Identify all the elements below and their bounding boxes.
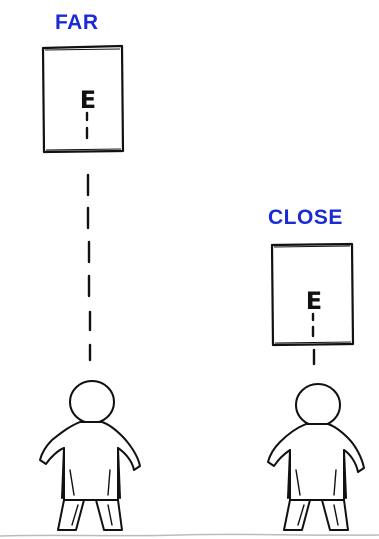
far-chart-letter: E: [80, 86, 96, 114]
close-sightline: [311, 312, 316, 366]
close-label: CLOSE: [268, 206, 343, 229]
close-person: [267, 383, 365, 531]
far-sightline: [85, 111, 92, 362]
far-label: FAR: [55, 11, 99, 34]
close-chart-letter: E: [306, 287, 322, 315]
close-eye-chart: E: [270, 242, 355, 347]
far-person: [39, 380, 141, 531]
far-eye-chart: E: [41, 44, 125, 154]
ground-line: [0, 533, 379, 537]
